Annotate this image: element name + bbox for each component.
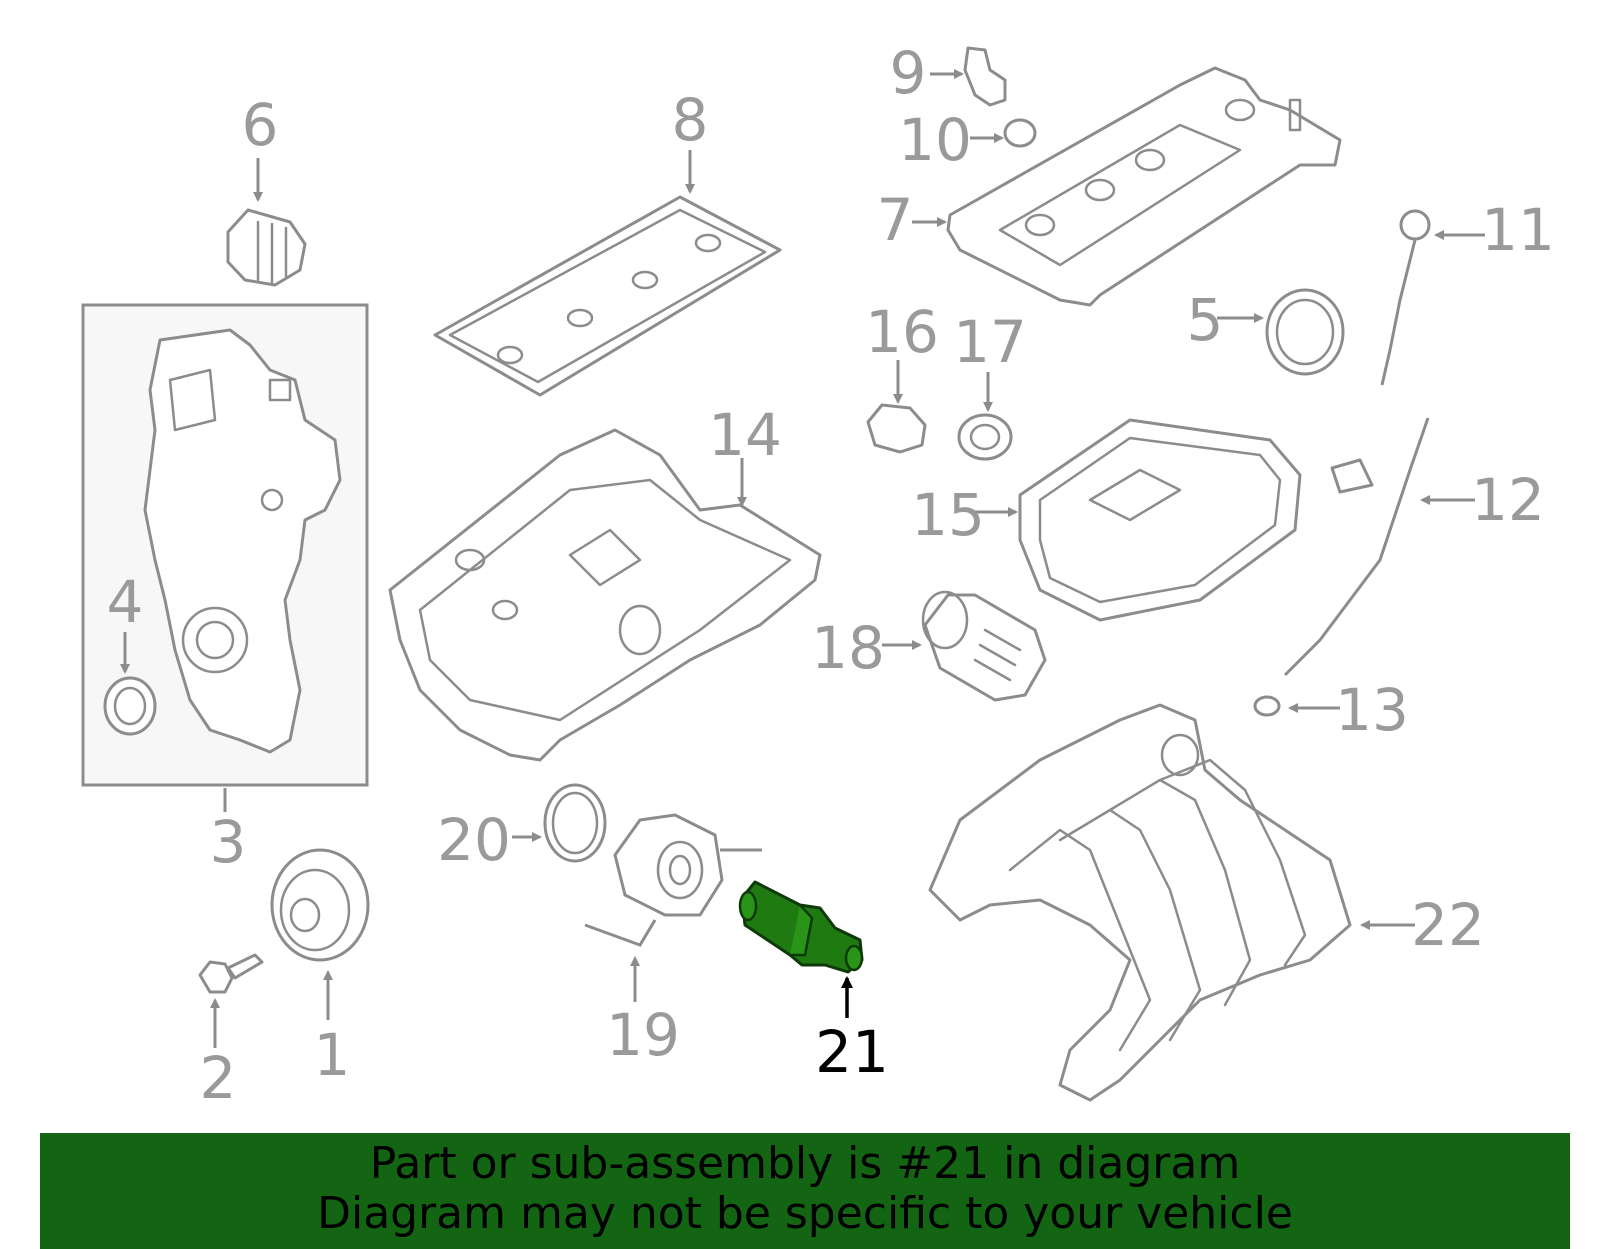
callout-2: 2 — [200, 1044, 237, 1112]
callout-14: 14 — [708, 401, 782, 469]
callout-10: 10 — [898, 106, 972, 174]
part-6-oil-filler-cap — [226, 208, 307, 287]
callout-17: 17 — [953, 308, 1027, 376]
callout-13: 13 — [1335, 676, 1409, 744]
callout-7: 7 — [877, 186, 914, 254]
part-7-valve-cover — [946, 66, 1342, 307]
part-10-o-ring — [1003, 118, 1037, 148]
part-21-fitting-highlighted — [738, 880, 864, 974]
part-5-rear-main-seal — [1265, 288, 1345, 376]
part-11-dipstick — [1380, 209, 1431, 386]
callout-19: 19 — [606, 1001, 680, 1069]
part-14-oil-pan-upper — [388, 428, 822, 762]
part-20-gasket — [543, 783, 607, 863]
callout-1: 1 — [314, 1021, 351, 1089]
banner-part-notice: Part or sub-assembly is #21 in diagram — [369, 1138, 1241, 1189]
callout-4: 4 — [107, 568, 144, 636]
callout-18: 18 — [811, 614, 885, 682]
part-1-crank-pulley — [270, 848, 370, 962]
callout-21-highlighted: 21 — [815, 1018, 889, 1086]
callout-5: 5 — [1187, 286, 1224, 354]
callout-6: 6 — [242, 91, 279, 159]
part-15-oil-pan — [1018, 418, 1302, 622]
callout-16: 16 — [865, 298, 939, 366]
leader-lines — [120, 69, 1485, 1048]
info-banner: Part or sub-assembly is #21 in diagram D… — [40, 1133, 1570, 1249]
callout-9: 9 — [890, 39, 927, 107]
callout-8: 8 — [672, 86, 709, 154]
callout-15: 15 — [911, 481, 985, 549]
part-13-o-ring — [1253, 695, 1281, 717]
part-18-oil-filter — [921, 590, 1047, 702]
banner-disclaimer: Diagram may not be specific to your vehi… — [317, 1188, 1293, 1239]
callout-12: 12 — [1471, 466, 1545, 534]
callout-labels: 6 8 9 10 7 11 5 16 17 4 14 15 12 18 13 3… — [107, 39, 1555, 1112]
part-16-drain-plug — [866, 403, 927, 454]
part-22-intake-manifold — [928, 703, 1352, 1102]
part-4-front-seal — [103, 676, 157, 736]
callout-3: 3 — [210, 808, 247, 876]
part-2-pulley-bolt — [198, 953, 264, 994]
part-8-valve-cover-gasket — [433, 195, 782, 397]
part-17-bushing — [957, 413, 1013, 461]
part-12-dipstick-tube — [1283, 417, 1430, 677]
part-19-oil-cooler — [584, 813, 762, 947]
timing-cover — [143, 328, 342, 754]
callout-22: 22 — [1411, 891, 1485, 959]
callout-20: 20 — [437, 806, 511, 874]
part-9-pcv-valve — [963, 46, 1007, 107]
callout-11: 11 — [1481, 196, 1555, 264]
